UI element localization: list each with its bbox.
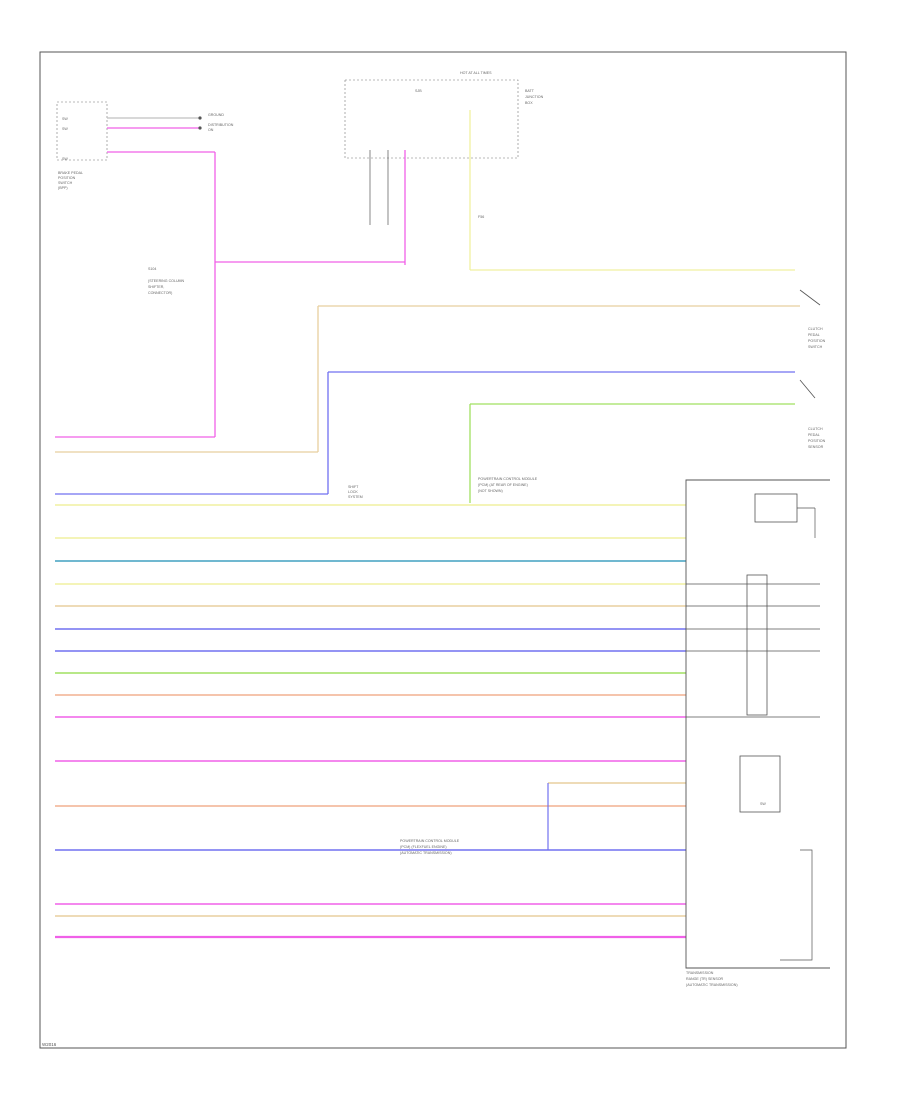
svg-text:(NOT SHOWN): (NOT SHOWN) xyxy=(478,489,503,493)
top-left-switch-assembly: SW SW SW GROUND DISTRIBUTION ON BRAKE PE… xyxy=(56,101,234,190)
svg-text:(STEERING COLUMN: (STEERING COLUMN xyxy=(148,279,185,283)
svg-text:SW: SW xyxy=(62,117,68,121)
right-switch-wires: CLUTCH PEDAL POSITION SWITCH CLUTCH PEDA… xyxy=(55,269,826,503)
svg-text:(AUTOMATIC TRANSMISSION): (AUTOMATIC TRANSMISSION) xyxy=(686,983,738,987)
svg-text:CLUTCH: CLUTCH xyxy=(808,327,823,331)
module-wire-bus xyxy=(55,504,686,939)
svg-text:ON: ON xyxy=(208,128,214,132)
svg-text:TRANSMISSION: TRANSMISSION xyxy=(686,971,714,975)
svg-text:CONNECTOR): CONNECTOR) xyxy=(148,291,172,295)
svg-text:SWITCH: SWITCH xyxy=(808,345,823,349)
svg-text:POWERTRAIN CONTROL MODULE: POWERTRAIN CONTROL MODULE xyxy=(400,839,460,843)
svg-text:PEDAL: PEDAL xyxy=(808,333,820,337)
svg-text:POWERTRAIN CONTROL MODULE: POWERTRAIN CONTROL MODULE xyxy=(478,477,538,481)
svg-text:SWITCH: SWITCH xyxy=(58,181,73,185)
svg-text:SJB: SJB xyxy=(415,89,422,93)
svg-text:(PCM) (AT REAR OF ENGINE): (PCM) (AT REAR OF ENGINE) xyxy=(478,483,528,487)
svg-text:SENSOR: SENSOR xyxy=(808,445,824,449)
page-code: W2016 xyxy=(42,1042,57,1047)
pink-trunk: S104 (STEERING COLUMN SHIFTER, CONNECTOR… xyxy=(55,152,405,438)
svg-text:F56: F56 xyxy=(478,215,484,219)
svg-text:POSITION: POSITION xyxy=(808,339,826,343)
top-center-fuse-box: HOT AT ALL TIMES SJB BATT JUNCTION BOX F… xyxy=(344,71,544,270)
svg-text:BRAKE PEDAL: BRAKE PEDAL xyxy=(58,171,83,175)
svg-text:(PCM) (FLEXFUEL ENGINE): (PCM) (FLEXFUEL ENGINE) xyxy=(400,845,447,849)
svg-text:GROUND: GROUND xyxy=(208,113,224,117)
svg-text:JUNCTION: JUNCTION xyxy=(525,95,544,99)
svg-text:SHIFT: SHIFT xyxy=(348,485,359,489)
transmission-module: SW TRANSMISSION RANGE (TR) SENSOR (AUTOM… xyxy=(685,479,830,987)
mid-labels: SHIFT LOCK SYSTEM POWERTRAIN CONTROL MOD… xyxy=(348,477,538,855)
svg-text:SHIFTER,: SHIFTER, xyxy=(148,285,164,289)
diagram-frame xyxy=(39,51,847,1049)
svg-text:POSITION: POSITION xyxy=(58,176,76,180)
svg-text:RANGE (TR) SENSOR: RANGE (TR) SENSOR xyxy=(686,977,724,981)
svg-text:BOX: BOX xyxy=(525,101,533,105)
svg-text:SW: SW xyxy=(760,802,766,806)
svg-text:(BPP): (BPP) xyxy=(58,186,68,190)
svg-text:SW: SW xyxy=(62,157,68,161)
svg-text:SYSTEM: SYSTEM xyxy=(348,495,363,499)
svg-text:CLUTCH: CLUTCH xyxy=(808,427,823,431)
svg-text:PEDAL: PEDAL xyxy=(808,433,820,437)
svg-text:POSITION: POSITION xyxy=(808,439,826,443)
svg-text:S104: S104 xyxy=(148,267,156,271)
svg-text:BATT: BATT xyxy=(525,89,535,93)
svg-text:HOT AT ALL TIMES: HOT AT ALL TIMES xyxy=(460,71,492,75)
svg-text:LOCK: LOCK xyxy=(348,490,358,494)
svg-text:DISTRIBUTION: DISTRIBUTION xyxy=(208,123,234,127)
svg-text:(AUTOMATIC TRANSMISSION): (AUTOMATIC TRANSMISSION) xyxy=(400,851,452,855)
svg-text:SW: SW xyxy=(62,127,68,131)
